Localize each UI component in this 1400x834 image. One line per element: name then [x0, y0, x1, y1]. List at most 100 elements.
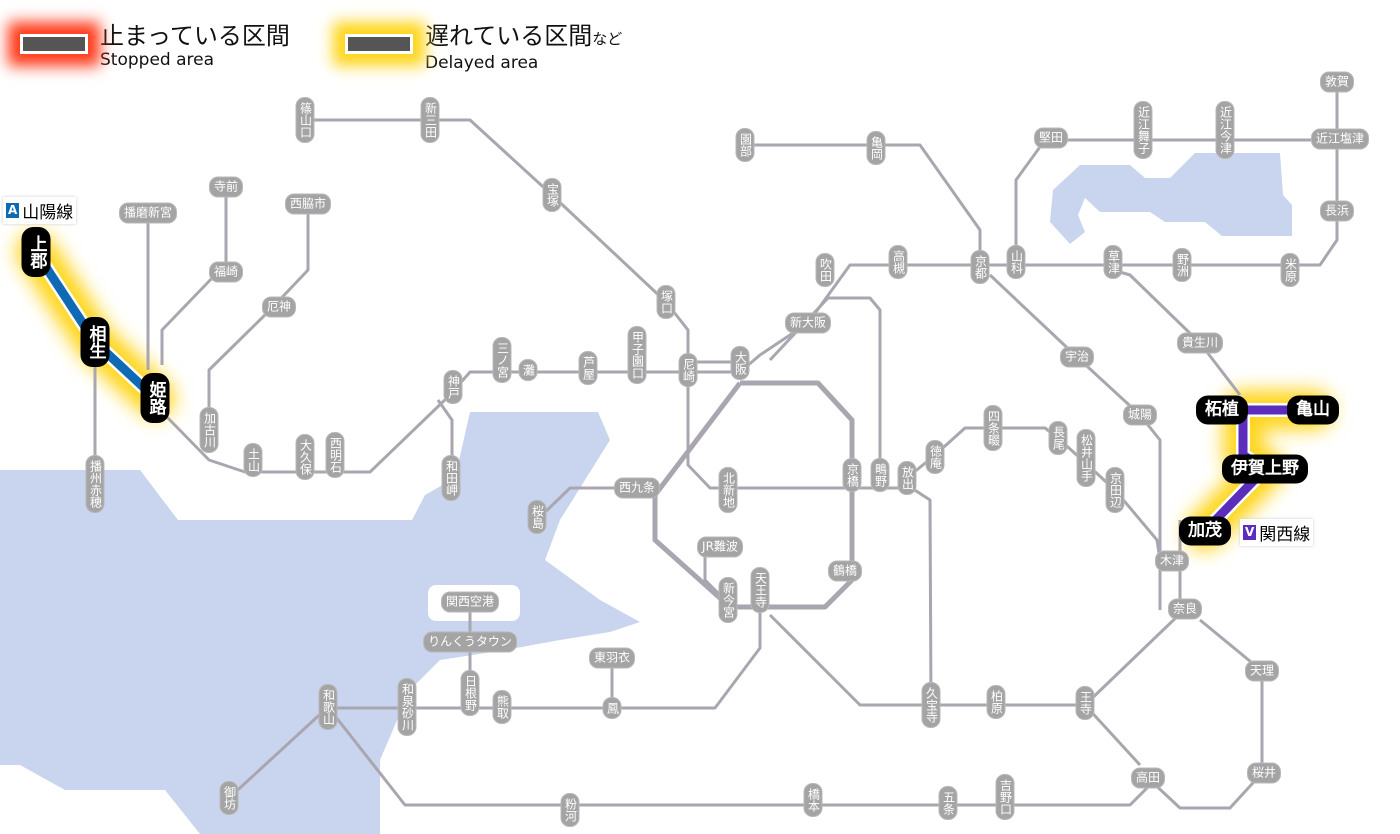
legend-stopped: 止まっている区間 Stopped area: [0, 22, 290, 70]
station-近江今津[interactable]: 近江今津: [1215, 101, 1235, 159]
delayed-label-suffix: など: [592, 30, 623, 48]
station-鶴橋[interactable]: 鶴橋: [827, 560, 863, 582]
station-桜島[interactable]: 桜島: [527, 500, 547, 534]
station-亀岡[interactable]: 亀岡: [866, 131, 886, 165]
line-label-kansai[interactable]: V 関西線: [1240, 519, 1314, 546]
station-敦賀[interactable]: 敦賀: [1319, 71, 1355, 93]
station-北新地[interactable]: 北新地: [718, 467, 738, 513]
station-園部[interactable]: 園部: [735, 128, 755, 162]
station-五条[interactable]: 五条: [938, 786, 958, 820]
station-JR難波[interactable]: JR難波: [697, 536, 743, 558]
station-堅田[interactable]: 堅田: [1033, 127, 1069, 149]
station-京都[interactable]: 京都: [970, 250, 990, 284]
station-厄神[interactable]: 厄神: [261, 296, 297, 318]
station-近江塩津[interactable]: 近江塩津: [1310, 128, 1370, 150]
station-灘[interactable]: 灘: [518, 359, 538, 381]
station-城陽[interactable]: 城陽: [1122, 404, 1158, 426]
station-神戸[interactable]: 神戸: [443, 370, 463, 404]
station-加古川[interactable]: 加古川: [199, 407, 219, 453]
station-野洲[interactable]: 野洲: [1172, 248, 1192, 282]
station-西明石[interactable]: 西明石: [325, 432, 345, 478]
line-label-sanyo[interactable]: A 山陽線: [3, 197, 77, 224]
station-橋本[interactable]: 橋本: [803, 783, 823, 817]
station-大阪[interactable]: 大阪: [730, 346, 750, 380]
station-和泉砂川[interactable]: 和泉砂川: [397, 678, 417, 736]
station-米原[interactable]: 米原: [1280, 253, 1300, 287]
station-関西空港[interactable]: 関西空港: [440, 591, 500, 613]
station-松井山手[interactable]: 松井山手: [1076, 429, 1096, 487]
station-高槻[interactable]: 高槻: [888, 245, 908, 279]
line-name: 山陽線: [22, 203, 74, 223]
station-日根野[interactable]: 日根野: [460, 670, 480, 716]
station-柘植[interactable]: 柘植: [1196, 395, 1248, 425]
station-新大阪[interactable]: 新大阪: [784, 312, 832, 334]
station-相生[interactable]: 相生: [80, 317, 110, 367]
station-吉野口[interactable]: 吉野口: [995, 774, 1015, 820]
station-和田岬[interactable]: 和田岬: [441, 455, 461, 501]
station-芦屋[interactable]: 芦屋: [578, 351, 598, 385]
station-尼崎[interactable]: 尼崎: [678, 353, 698, 387]
station-福崎[interactable]: 福崎: [208, 261, 244, 283]
station-りんくうタウン[interactable]: りんくうタウン: [423, 631, 517, 653]
station-西脇市[interactable]: 西脇市: [284, 193, 332, 215]
station-東羽衣[interactable]: 東羽衣: [588, 647, 636, 669]
osaka-bay: [0, 412, 640, 834]
station-四条畷[interactable]: 四条畷: [983, 405, 1003, 451]
delayed-swatch: [345, 34, 413, 54]
station-新今宮[interactable]: 新今宮: [718, 577, 738, 623]
station-加茂[interactable]: 加茂: [1179, 516, 1231, 546]
station-奈良[interactable]: 奈良: [1167, 598, 1203, 620]
station-久宝寺[interactable]: 久宝寺: [921, 682, 941, 728]
station-熊取[interactable]: 熊取: [492, 690, 512, 724]
delayed-label-ja: 遅れている区間: [425, 22, 593, 50]
station-播州赤穂[interactable]: 播州赤穂: [85, 455, 105, 513]
station-西九条[interactable]: 西九条: [613, 477, 661, 499]
station-京橋[interactable]: 京橋: [842, 458, 862, 492]
station-貴生川[interactable]: 貴生川: [1176, 332, 1224, 354]
station-木津[interactable]: 木津: [1154, 550, 1190, 572]
station-新三田[interactable]: 新三田: [420, 97, 440, 143]
station-上郡[interactable]: 上郡: [21, 227, 51, 277]
station-宝塚[interactable]: 宝塚: [542, 178, 562, 212]
station-寺前[interactable]: 寺前: [208, 176, 244, 198]
station-土山[interactable]: 土山: [243, 443, 263, 477]
station-放出[interactable]: 放出: [897, 461, 917, 495]
station-塚口[interactable]: 塚口: [656, 285, 676, 319]
station-天理[interactable]: 天理: [1244, 660, 1280, 682]
station-柏原[interactable]: 柏原: [986, 685, 1006, 719]
station-和歌山[interactable]: 和歌山: [318, 684, 338, 730]
station-草津[interactable]: 草津: [1103, 245, 1123, 279]
station-三ノ宮[interactable]: 三ノ宮: [492, 337, 512, 383]
station-桜井[interactable]: 桜井: [1246, 762, 1282, 784]
legend-delayed: 遅れている区間など Delayed area: [325, 22, 622, 73]
station-天王寺[interactable]: 天王寺: [750, 567, 770, 613]
station-宇治[interactable]: 宇治: [1059, 346, 1095, 368]
station-吹田[interactable]: 吹田: [815, 253, 835, 287]
station-王寺[interactable]: 王寺: [1075, 686, 1095, 720]
station-亀山[interactable]: 亀山: [1287, 395, 1339, 425]
station-徳庵[interactable]: 徳庵: [925, 440, 945, 474]
station-姫路[interactable]: 姫路: [140, 373, 170, 423]
station-播磨新宮[interactable]: 播磨新宮: [118, 202, 178, 224]
line-code-badge: V: [1243, 525, 1257, 540]
station-篠山口[interactable]: 篠山口: [295, 97, 315, 143]
station-鴫野[interactable]: 鴫野: [870, 458, 890, 492]
stopped-label-ja: 止まっている区間: [100, 22, 290, 50]
station-近江舞子[interactable]: 近江舞子: [1133, 101, 1153, 159]
water: [0, 153, 1292, 834]
station-大久保[interactable]: 大久保: [295, 434, 315, 480]
station-甲子園口[interactable]: 甲子園口: [627, 326, 647, 384]
station-伊賀上野[interactable]: 伊賀上野: [1222, 454, 1308, 484]
station-山科[interactable]: 山科: [1006, 245, 1026, 279]
station-高田[interactable]: 高田: [1130, 767, 1166, 789]
station-粉河[interactable]: 粉河: [560, 793, 580, 827]
station-長浜[interactable]: 長浜: [1319, 200, 1355, 222]
lake-biwa: [1050, 153, 1292, 244]
line-name: 関西線: [1259, 525, 1311, 545]
stopped-swatch: [20, 34, 88, 54]
station-御坊[interactable]: 御坊: [219, 781, 239, 815]
station-京田辺[interactable]: 京田辺: [1105, 467, 1125, 513]
station-長尾[interactable]: 長尾: [1048, 421, 1068, 455]
station-鳳[interactable]: 鳳: [602, 697, 622, 719]
